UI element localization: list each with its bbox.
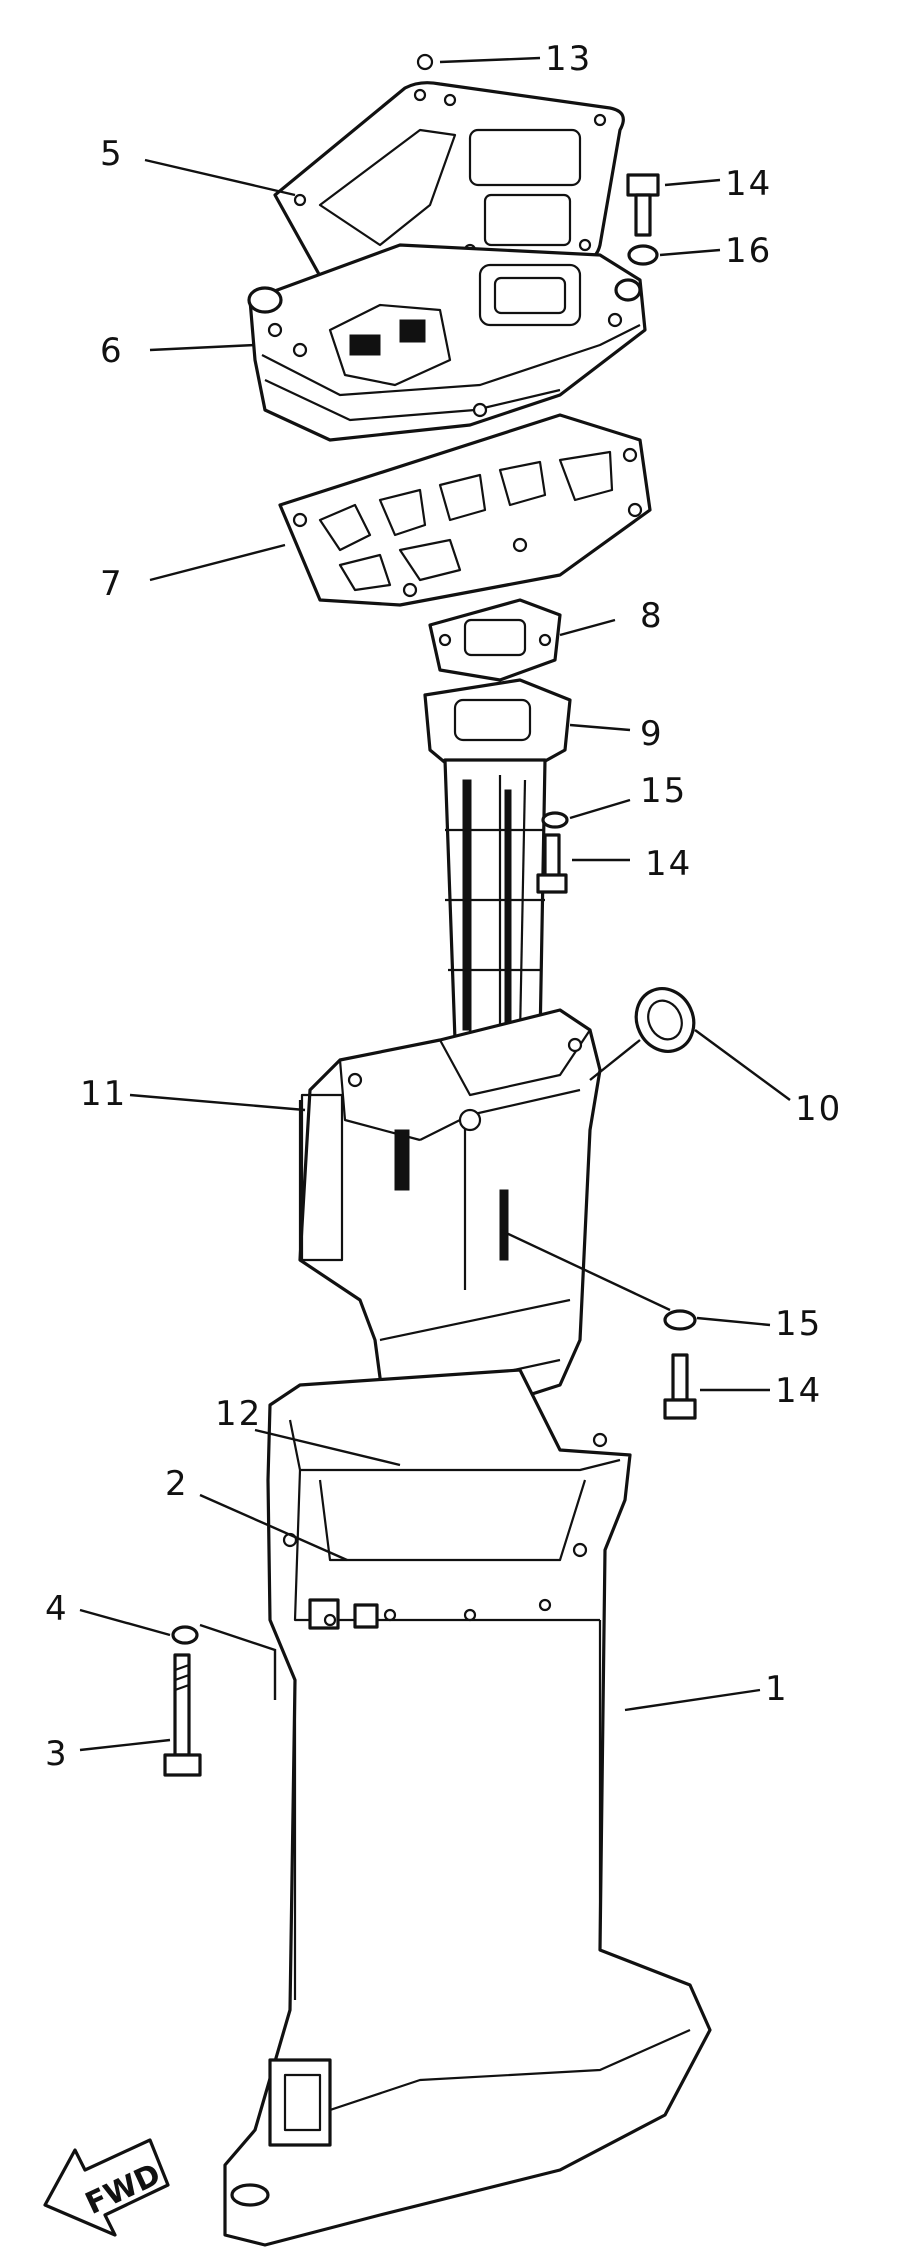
callout-4: 4 <box>45 1589 69 1629</box>
callout-7: 7 <box>100 564 124 604</box>
part-8-small-gasket <box>428 598 562 682</box>
part-9-exhaust-pipe <box>423 678 572 1042</box>
callout-16: 16 <box>725 231 772 271</box>
part-15-washer-lower <box>663 1309 697 1331</box>
part-3-long-bolt <box>163 1653 202 1777</box>
part-7-middle-gasket <box>278 413 652 607</box>
callout-13: 13 <box>545 39 592 79</box>
part-14-bolt-top <box>626 173 660 237</box>
part-11-upper-casing <box>298 1008 602 1432</box>
callout-6: 6 <box>100 331 124 371</box>
callout-9: 9 <box>640 714 664 754</box>
callout-12: 12 <box>215 1394 262 1434</box>
callout-10: 10 <box>795 1089 842 1129</box>
callout-3: 3 <box>45 1734 69 1774</box>
part-4-washer <box>171 1625 199 1645</box>
callout-14-lower: 14 <box>775 1371 822 1411</box>
leader-lines <box>79 53 791 1752</box>
callout-15-upper: 15 <box>640 771 687 811</box>
callout-labels: 13 5 14 16 6 7 8 9 15 14 11 10 15 14 12 … <box>45 39 842 1774</box>
part-6-upper-casing-plate <box>247 243 647 442</box>
callout-14-middle: 14 <box>645 844 692 884</box>
callout-1: 1 <box>765 1669 789 1709</box>
part-1-lower-casing <box>223 1368 712 2247</box>
callout-11: 11 <box>80 1074 127 1114</box>
callout-8: 8 <box>640 596 664 636</box>
callout-5: 5 <box>100 134 124 174</box>
fwd-direction-arrow: FWD <box>43 2138 170 2237</box>
callout-15-lower: 15 <box>775 1304 822 1344</box>
part-16-washer-top <box>627 244 659 266</box>
callout-2: 2 <box>165 1464 189 1504</box>
part-15-washer-upper <box>541 811 569 829</box>
part-10-oil-seal <box>634 987 696 1053</box>
part-14-bolt-lower <box>663 1353 697 1420</box>
callout-14-top: 14 <box>725 164 772 204</box>
part-14-bolt-middle <box>536 833 568 894</box>
